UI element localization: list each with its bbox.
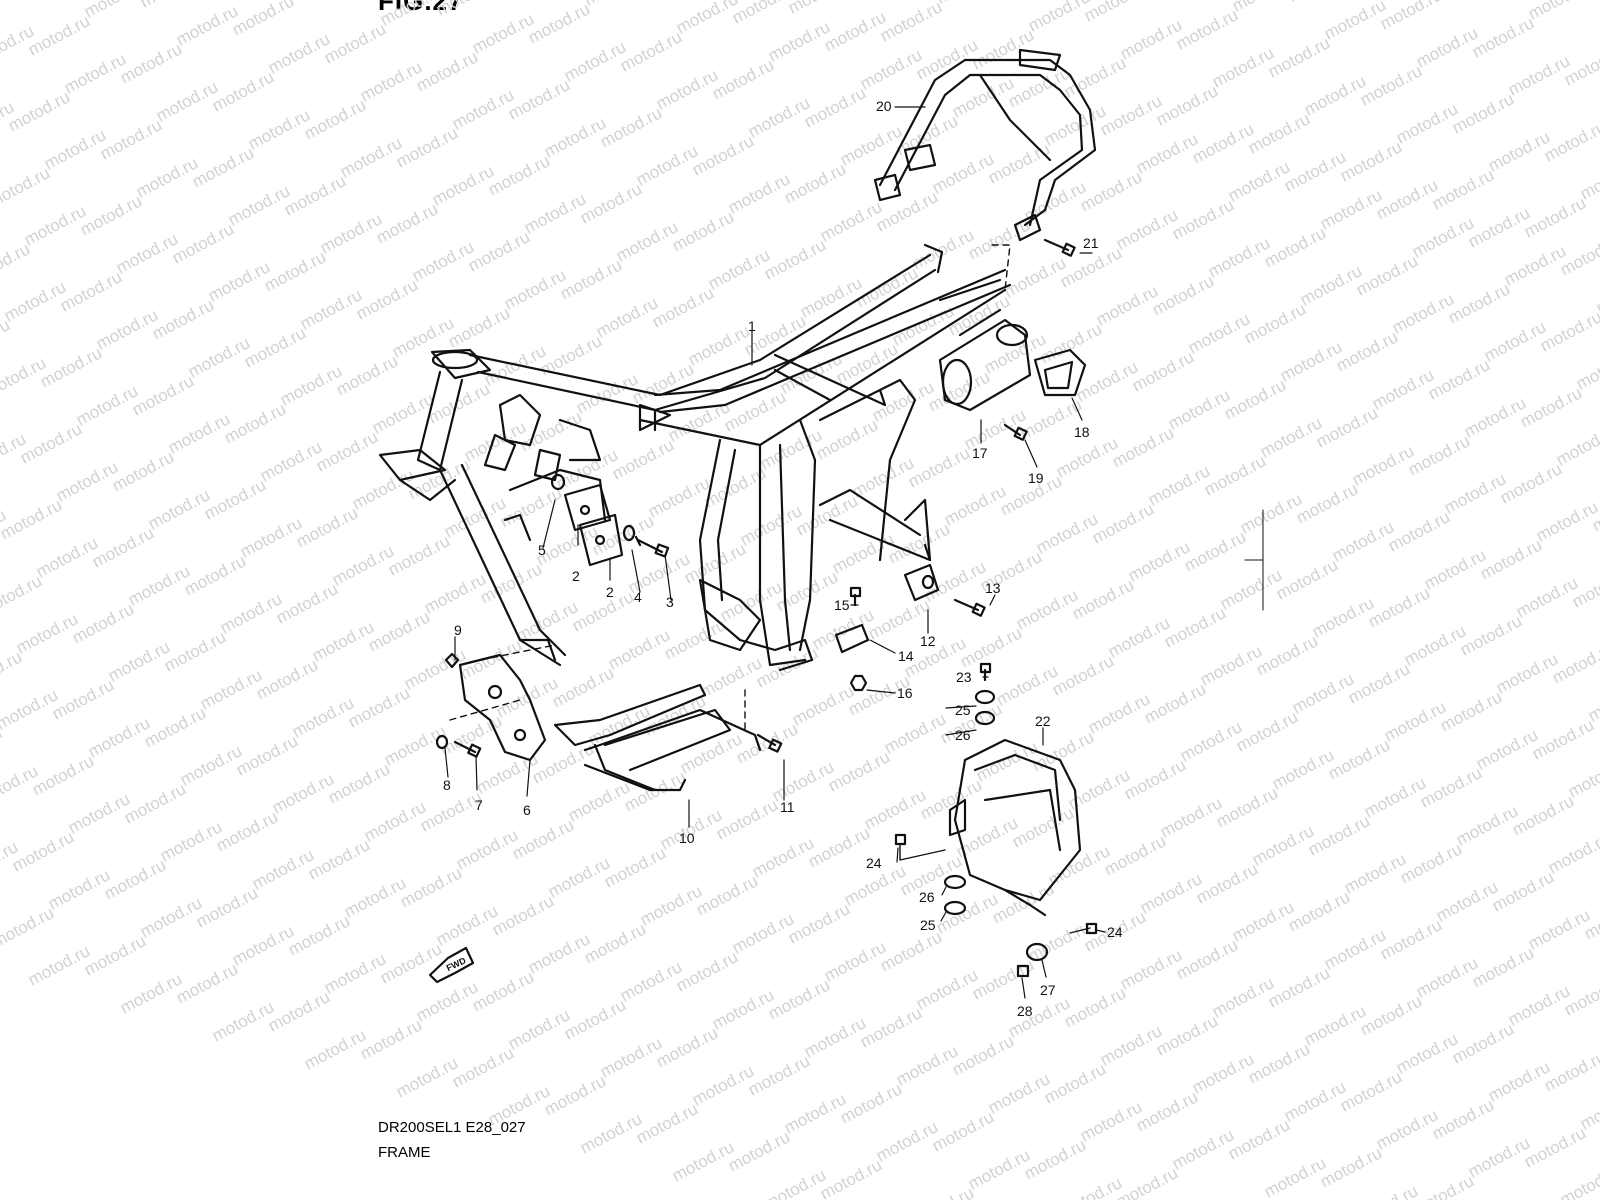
callout-8: 8 (443, 777, 451, 793)
air-box-components (938, 308, 1087, 441)
forward-arrow-icon: FWD (428, 946, 475, 984)
callout-26: 26 (919, 889, 935, 905)
engine-mount-brackets (550, 473, 670, 567)
battery-case-group (894, 662, 1098, 978)
model-code: DR200SEL1 E28_027 (378, 1119, 526, 1136)
callout-24: 24 (866, 855, 882, 871)
callout-25: 25 (920, 917, 936, 933)
figure-caption: FRAME (378, 1144, 431, 1161)
callout-20: 20 (876, 98, 892, 114)
callout-24: 24 (1107, 924, 1123, 940)
callout-13: 13 (985, 580, 1001, 596)
callout-15: 15 (834, 597, 850, 613)
callout-12: 12 (920, 633, 936, 649)
callout-27: 27 (1040, 982, 1056, 998)
callout-21: 21 (1083, 235, 1099, 251)
callout-17: 17 (972, 445, 988, 461)
lower-cradle (553, 683, 783, 792)
callout-7: 7 (475, 797, 483, 813)
callout-23: 23 (956, 669, 972, 685)
callout-2: 2 (606, 584, 614, 600)
callout-4: 4 (634, 589, 642, 605)
rear-carrier (873, 48, 1097, 291)
rear-small-parts (834, 563, 986, 692)
callout-16: 16 (897, 685, 913, 701)
callout-leaders (444, 106, 1106, 999)
callout-1: 1 (748, 318, 756, 334)
callout-18: 18 (1074, 424, 1090, 440)
callout-19: 19 (1028, 470, 1044, 486)
callout-14: 14 (898, 648, 914, 664)
callout-5: 5 (538, 542, 546, 558)
callout-10: 10 (679, 830, 695, 846)
callout-2: 2 (572, 568, 580, 584)
callout-6: 6 (523, 802, 531, 818)
callout-26: 26 (955, 727, 971, 743)
callout-11: 11 (780, 799, 795, 815)
callout-28: 28 (1017, 1003, 1033, 1019)
callout-22: 22 (1035, 713, 1051, 729)
callout-9: 9 (454, 622, 462, 638)
lower-bracket-left (435, 644, 556, 762)
callout-25: 25 (955, 702, 971, 718)
main-frame (378, 243, 1012, 672)
callout-numbers: 1 2 2 3 4 5 6 7 8 9 10 11 12 13 14 15 16… (443, 98, 1123, 1019)
figure-title: FIG.27 (378, 0, 464, 16)
callout-3: 3 (666, 594, 674, 610)
